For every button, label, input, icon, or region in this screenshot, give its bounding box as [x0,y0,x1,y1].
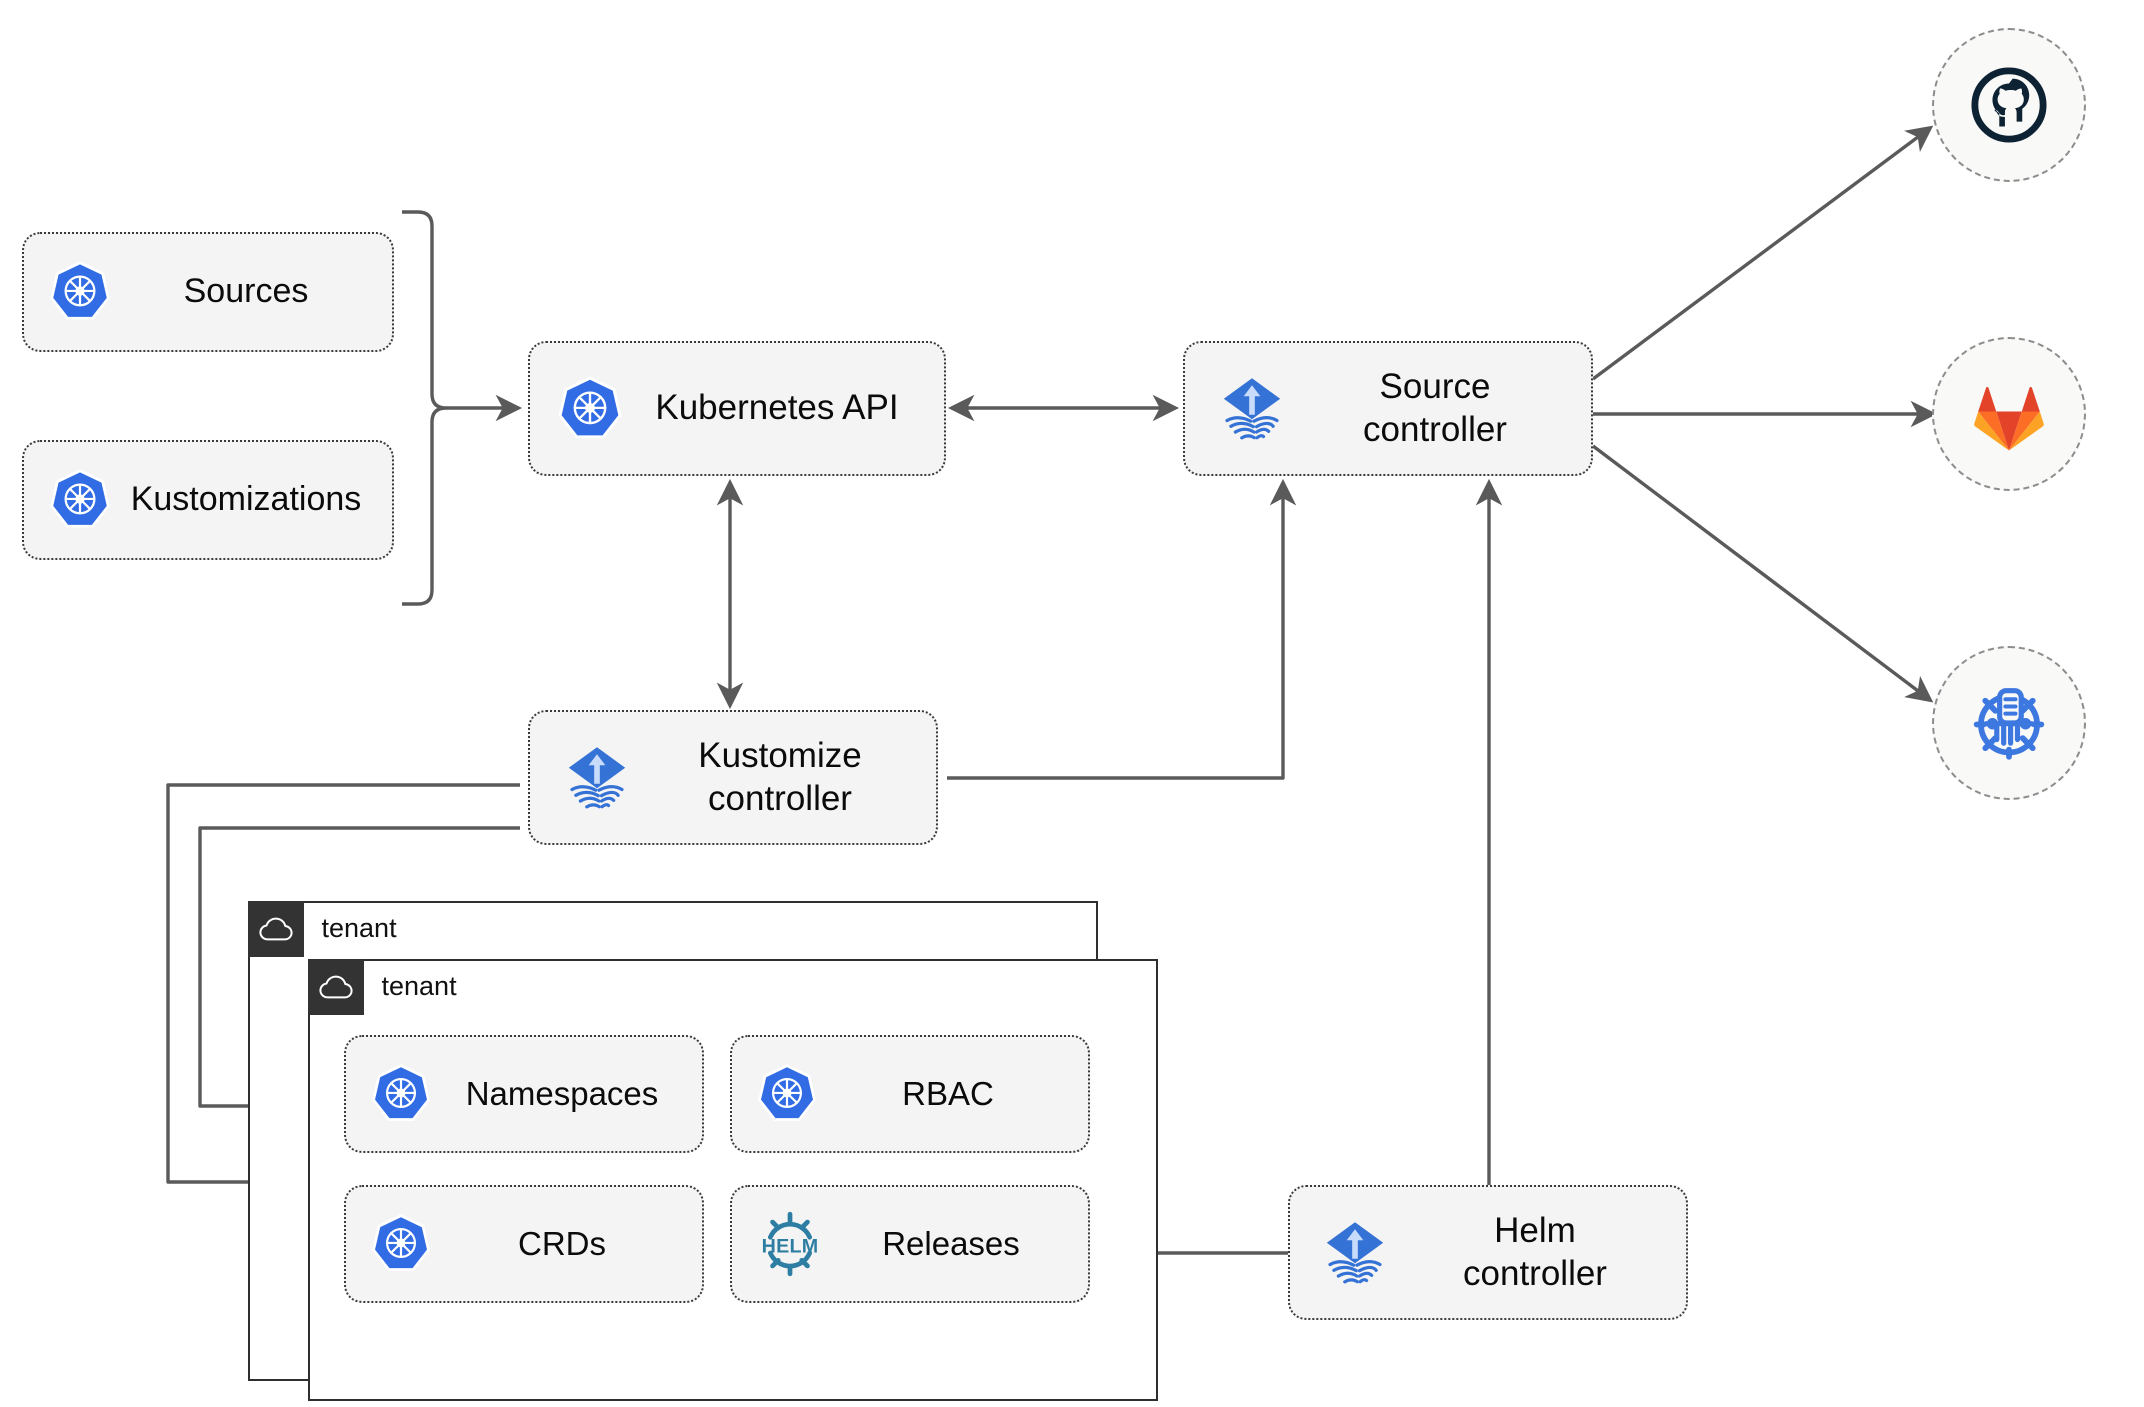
endpoint-helm-repository[interactable] [1932,646,2086,800]
tenant-container-front[interactable]: tenant [307,958,1158,1401]
wire-source-to-github [1591,125,1934,381]
kubernetes-icon [368,1211,434,1277]
tenant-resource-rbac[interactable]: RBAC [730,1035,1090,1153]
kubernetes-icon [368,1061,434,1127]
tenant-name: tenant [321,913,397,943]
endpoint-github[interactable] [1932,28,2086,182]
kubernetes-api-node[interactable]: Kubernetes API [528,341,946,476]
resource-card-sources[interactable]: Sources [22,232,394,352]
source-controller-node[interactable]: Source controller [1183,341,1593,476]
kubernetes-icon [754,1061,820,1127]
tenant-resource-label: Namespaces [465,1074,659,1112]
wire-source-to-helm-repo [1591,444,1934,703]
tenant-header-front: tenant [307,958,457,1015]
cloud-icon [307,958,364,1015]
tenant-resource-namespaces[interactable]: Namespaces [344,1035,704,1153]
gitlab-icon [1974,387,2044,451]
helm-icon: HELM [754,1208,826,1280]
helm-controller-label: Helm controller [1463,1210,1607,1293]
kubernetes-api-label: Kubernetes API [655,388,899,428]
resource-card-kustomizations[interactable]: Kustomizations [22,440,394,560]
kubernetes-icon [554,373,626,445]
resource-label: Sources [183,272,309,311]
tenant-resource-label: Releases [882,1224,1020,1262]
flux-icon [556,737,638,819]
github-icon [1971,67,2047,143]
flux-icon [1314,1212,1396,1294]
tenant-name: tenant [381,971,457,1001]
flux-icon [1211,368,1293,450]
tenant-resource-label: CRDs [518,1224,606,1262]
tenant-resource-label: RBAC [902,1074,994,1112]
tenant-resource-releases[interactable]: HELM Releases [730,1185,1090,1303]
tenant-resource-crds[interactable]: CRDs [344,1185,704,1303]
source-controller-label: Source controller [1363,366,1507,449]
svg-text:HELM: HELM [762,1235,819,1257]
kubernetes-icon [46,466,114,534]
resource-label: Kustomizations [130,480,362,519]
kubernetes-icon [46,258,114,326]
endpoint-gitlab[interactable] [1932,337,2086,491]
helm-controller-node[interactable]: Helm controller [1288,1185,1688,1320]
tenant-header-back: tenant [247,900,397,957]
cloud-icon [247,900,304,957]
wire-kustomize-to-source [947,478,1297,780]
kustomize-controller-node[interactable]: Kustomize controller [528,710,938,845]
helm-repository-icon [1973,688,2045,760]
resource-group-bracket [402,210,448,606]
kustomize-controller-label: Kustomize controller [698,735,862,818]
